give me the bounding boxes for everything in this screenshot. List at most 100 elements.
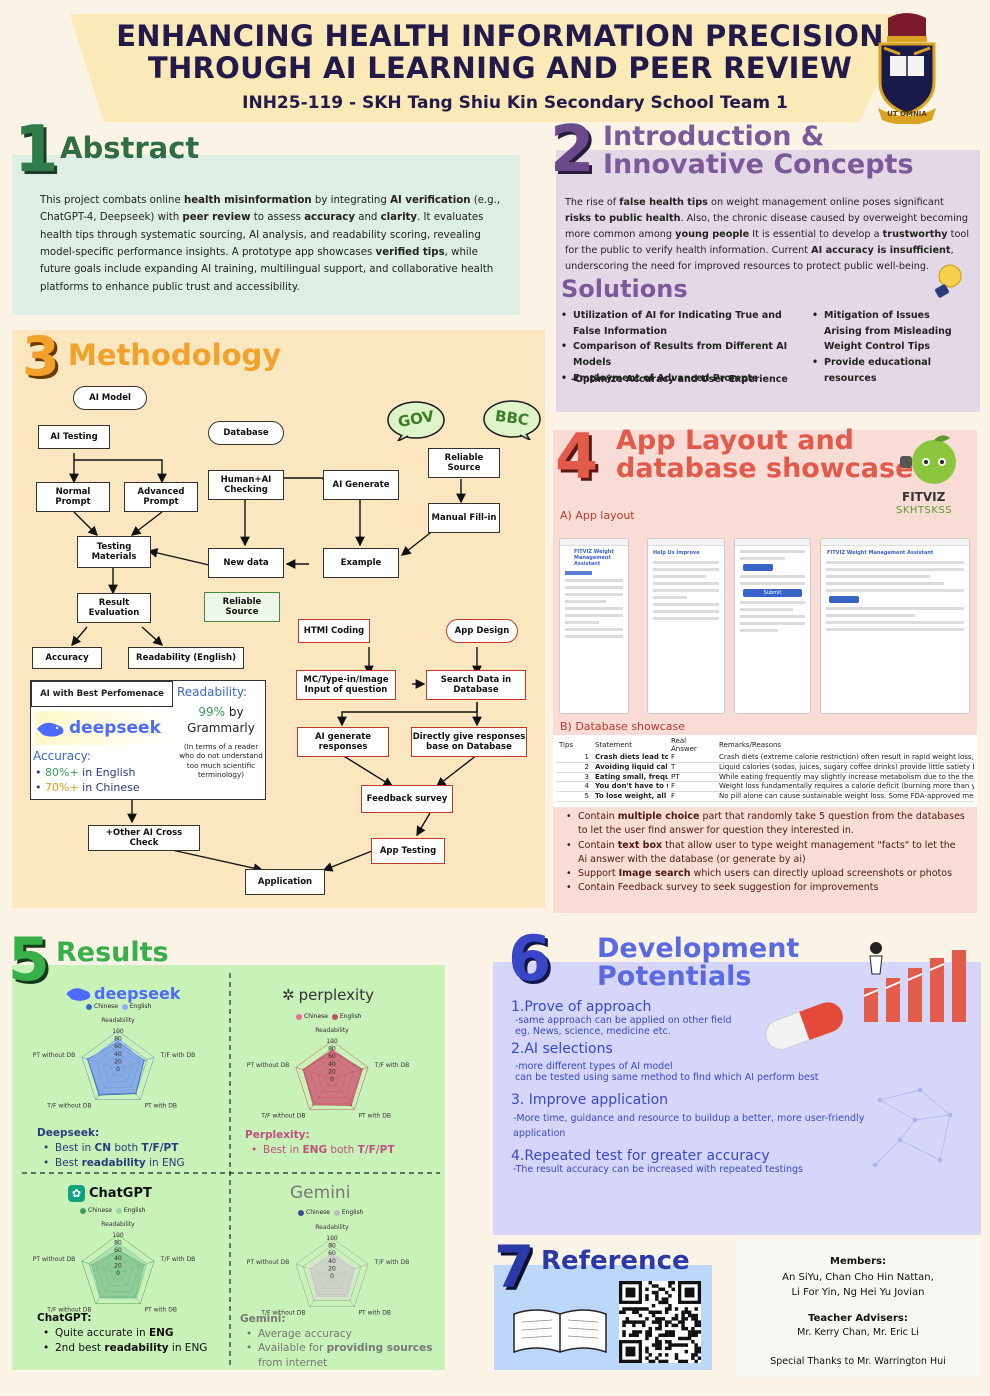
flow-search-data: Search Data in Database — [426, 670, 526, 700]
lightbulb-icon — [930, 262, 966, 306]
feature-item: Contain multiple choice part that random… — [566, 810, 966, 839]
radar-series-english — [302, 1050, 363, 1106]
best-accuracy-label: Accuracy: — [33, 749, 91, 763]
gov-badge: GOV — [386, 399, 446, 443]
radar-series-english — [306, 1250, 358, 1299]
feature-item: Contain text box that allow user to type… — [566, 839, 966, 868]
db-col-tips: Tips — [559, 741, 574, 749]
radar-point — [86, 1058, 89, 1061]
flow-database: Database — [208, 421, 284, 445]
flow-manual-fill-in: Manual Fill-in — [428, 503, 500, 533]
radar-tick-label: 40 — [328, 1258, 336, 1265]
radar-grid-ring — [81, 1030, 155, 1100]
radar-axis-label: T/F without DB — [46, 1306, 91, 1313]
flow-reliable-source-green: Reliable Source — [204, 592, 280, 622]
radar-point — [306, 1267, 309, 1269]
bbc-badge: BBC — [482, 398, 542, 442]
radar-tick-label: 0 — [116, 1066, 120, 1073]
gemini-legend: Chinese English — [298, 1209, 363, 1216]
radar-point — [98, 1297, 101, 1300]
radar-axis-label: PT without DB — [247, 1062, 289, 1069]
intro-text: The rise of false health tips on weight … — [565, 197, 970, 272]
poster-title-line2: THROUGH AI LEARNING AND PEER REVIEW — [147, 51, 853, 86]
radar-grid-ring — [302, 1245, 362, 1301]
fitviz-brand-sub: SKHTSKSS — [896, 505, 953, 516]
db-col-remarks: Remarks/Reasons — [719, 741, 782, 749]
radar-axis-label: Readability — [315, 1027, 349, 1034]
deepseek-logo: deepseek — [35, 711, 175, 745]
development-content: 1.Prove of approach -same approach can b… — [511, 999, 881, 1175]
results-dividers — [22, 973, 440, 1365]
best-accuracy-cn: • 70%+ in Chinese — [35, 781, 140, 794]
header-banner — [70, 14, 910, 122]
perplexity-summary: Perplexity: Best in ENG both T/F/PT — [245, 1128, 395, 1159]
solution-item: Employment of Advanced Prompts — [561, 371, 806, 387]
table-row: 5To lose weight, all you hFNo pill alone… — [556, 791, 974, 802]
radar-tick-label: 60 — [114, 1043, 122, 1050]
radar-axis-label: PT without DB — [33, 1052, 75, 1059]
radar-grid-ring — [81, 1234, 155, 1304]
feature-item: Support Image search which users can dir… — [566, 867, 966, 882]
gemini-result-logo: Gemini — [290, 1183, 351, 1203]
abstract-panel — [12, 155, 520, 315]
solutions-left-list: Utilization of AI for Indicating True an… — [561, 308, 806, 386]
feature-item: Contain Feedback survey to seek suggesti… — [566, 881, 966, 896]
radar-tick-label: 60 — [328, 1250, 336, 1257]
solution-item-extra: -Optimize Accuracy and User Experience — [571, 374, 788, 385]
db-showcase-label: B) Database showcase — [560, 720, 686, 733]
radar-grid-ring — [295, 1040, 369, 1110]
school-crest: UT OMNIA — [870, 12, 944, 125]
radar-point — [117, 1241, 119, 1244]
radar-tick-label: 20 — [328, 1068, 336, 1075]
flow-ai-model: AI Model — [73, 386, 147, 410]
flow-result-evaluation: Result Evaluation — [77, 593, 151, 623]
deepseek-result-logo: deepseek — [64, 983, 180, 1003]
app-features-list: Contain multiple choice part that random… — [566, 810, 966, 896]
credits: Members: An SiYu, Chan Cho Hin Nattan, L… — [770, 1256, 946, 1367]
radar-point — [134, 1092, 137, 1095]
radar-point — [143, 1059, 145, 1062]
flow-application: Application — [245, 869, 325, 895]
app-screenshot-feedback: Help Us Improve — [647, 538, 725, 714]
radar-point — [331, 1049, 333, 1052]
qr-code[interactable] — [619, 1281, 701, 1363]
perplexity-icon: ✲ — [282, 986, 295, 1004]
solution-item: Utilization of AI for Indicating True an… — [561, 308, 806, 339]
radar-grid-ring — [295, 1237, 369, 1307]
radar-point — [356, 1266, 359, 1269]
intro-title: Introduction & Innovative Concepts — [603, 121, 914, 181]
radar-axis-label: Readability — [101, 1221, 135, 1228]
radar-point — [133, 1091, 136, 1093]
flow-normal-prompt: Normal Prompt — [36, 482, 110, 512]
fitviz-brand: FITVIZ — [902, 490, 946, 504]
radar-tick-label: 80 — [114, 1036, 122, 1043]
app-screenshot-question: FITVIZ Weight Management Assistant — [559, 538, 629, 714]
radar-point — [88, 1262, 91, 1265]
app-screenshot-desktop: FITVIZ Weight Management Assistant — [820, 538, 970, 714]
perplexity-result-logo: ✲ perplexity — [282, 986, 374, 1004]
flow-advanced-prompt: Advanced Prompt — [124, 482, 198, 512]
flow-testing-materials: Testing Materials — [77, 536, 151, 568]
radar-tick-label: 80 — [328, 1243, 336, 1250]
best-readability-tool: Grammarly — [187, 721, 255, 735]
radar-tick-label: 20 — [328, 1265, 336, 1272]
development-title: Development Potentials — [597, 933, 800, 993]
radar-tick-label: 100 — [112, 1028, 124, 1035]
radar-axis-label: PT with DB — [358, 1309, 391, 1316]
radar-tick-label: 60 — [328, 1053, 336, 1060]
flow-example: Example — [323, 548, 399, 578]
radar-tick-label: 100 — [326, 1038, 338, 1045]
radar-axis-label: PT without DB — [247, 1259, 289, 1266]
radar-tick-label: 40 — [114, 1255, 122, 1262]
app-screenshot-submit: Submit — [734, 538, 811, 714]
results-title: Results — [56, 937, 169, 968]
flow-ai-generate-responses: AI generate responses — [297, 727, 389, 757]
deepseek-legend: Chinese English — [86, 1003, 151, 1010]
whale-icon — [37, 722, 64, 737]
chatgpt-legend: Chinese English — [80, 1207, 145, 1214]
radar-point — [135, 1297, 138, 1300]
flow-other-ai-cross-check: +Other AI Cross Check — [88, 825, 200, 851]
